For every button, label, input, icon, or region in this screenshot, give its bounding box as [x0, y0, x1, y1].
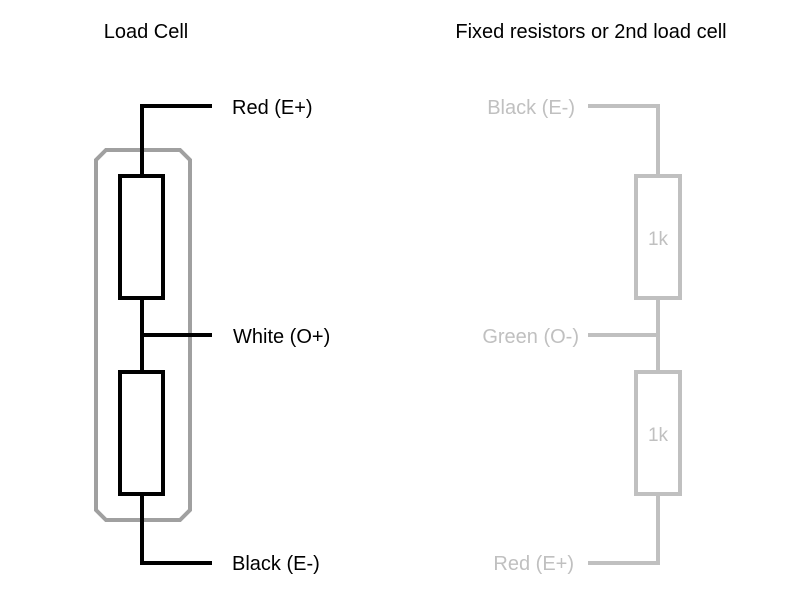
load-cell-resistor-bottom	[118, 370, 165, 496]
fixed-resistor-top	[634, 174, 682, 300]
load-cell-label-top: Red (E+)	[232, 97, 313, 119]
fixed-resistor-top-value: 1k	[648, 229, 669, 250]
load-cell-circuit: Red (E+) White (O+) Black (E-)	[94, 97, 330, 575]
fixed-resistor-bottom-value: 1k	[648, 425, 669, 446]
fixed-label-middle: Green (O-)	[482, 326, 579, 348]
fixed-label-top: Black (E-)	[487, 97, 575, 119]
fixed-resistors-title: Fixed resistors or 2nd load cell	[455, 21, 726, 43]
load-cell-title: Load Cell	[104, 21, 189, 43]
fixed-resistor-circuit: 1k 1k Black (E-) Green (O-) Red (E+)	[482, 97, 682, 575]
load-cell-label-bottom: Black (E-)	[232, 553, 320, 575]
load-cell-resistor-top	[118, 174, 165, 300]
fixed-label-bottom: Red (E+)	[493, 553, 574, 575]
fixed-resistor-bottom	[634, 370, 682, 496]
load-cell-enclosure	[94, 148, 192, 522]
load-cell-label-middle: White (O+)	[233, 326, 330, 348]
